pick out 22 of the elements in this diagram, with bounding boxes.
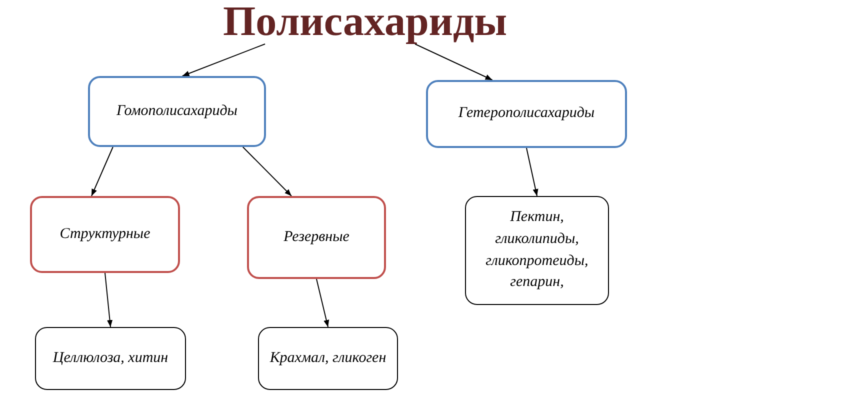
subcategory-box bbox=[247, 196, 386, 279]
node-label: Целлюлоза, хитин bbox=[52, 348, 170, 368]
node-label: Пектин, гликолипиды, гликопротеиды, гепарин, bbox=[484, 208, 590, 292]
subcategory-box bbox=[30, 196, 180, 273]
arrow bbox=[182, 44, 266, 76]
node-label: Структурные bbox=[58, 224, 152, 244]
node-label: Гетерополисахариды bbox=[457, 104, 596, 124]
arrow bbox=[91, 146, 114, 196]
arrow bbox=[526, 148, 538, 196]
arrow bbox=[104, 272, 113, 328]
arrow bbox=[414, 44, 493, 80]
node-label: Резервные bbox=[282, 228, 350, 247]
arrow bbox=[316, 278, 330, 328]
category-box bbox=[426, 80, 627, 148]
example-box bbox=[258, 327, 398, 390]
example-box bbox=[35, 327, 186, 390]
example-box bbox=[465, 196, 609, 305]
arrow bbox=[242, 146, 292, 196]
category-box bbox=[88, 76, 266, 147]
title-text: Полисахариды bbox=[222, 1, 508, 43]
node-label: Крахмал, гликоген bbox=[268, 348, 388, 368]
node-label: Гомополисахариды bbox=[116, 102, 238, 121]
